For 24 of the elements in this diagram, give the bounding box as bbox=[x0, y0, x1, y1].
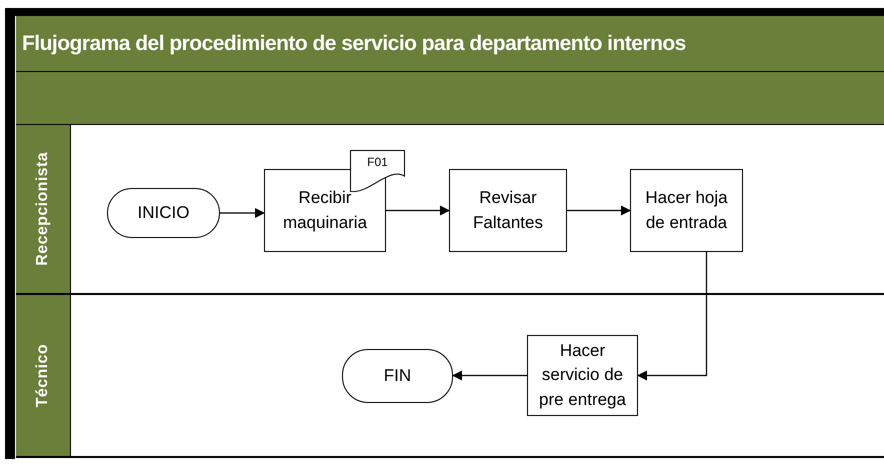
arrow bbox=[220, 208, 265, 218]
arrow bbox=[567, 206, 631, 216]
arrow bbox=[637, 252, 708, 380]
swimlane bbox=[16, 125, 884, 295]
process-box bbox=[449, 169, 567, 252]
arrow bbox=[386, 206, 450, 216]
swimlane bbox=[16, 295, 884, 458]
process-label: Recibir maquinaria bbox=[282, 186, 368, 234]
process-label: Hacer hoja de entrada bbox=[644, 186, 729, 234]
document-label: F01 bbox=[367, 156, 388, 171]
lane-label: Técnico bbox=[33, 344, 52, 408]
terminal-shape bbox=[107, 188, 220, 238]
process-box bbox=[527, 335, 638, 416]
process-label: Revisar Faltantes bbox=[472, 186, 544, 234]
arrow bbox=[452, 370, 527, 380]
process-box bbox=[630, 169, 743, 252]
terminal-label: FIN bbox=[384, 365, 412, 387]
lane-label: Recepcionista bbox=[33, 152, 52, 266]
diagram-title: Flujograma del procedimiento de servicio para departamento internos bbox=[22, 30, 686, 57]
process-box bbox=[264, 169, 386, 252]
process-label: Hacer servicio de pre entrega bbox=[538, 340, 627, 411]
document-shape bbox=[350, 150, 405, 192]
terminal-label: INICIO bbox=[138, 202, 190, 224]
terminal-shape bbox=[342, 349, 453, 403]
